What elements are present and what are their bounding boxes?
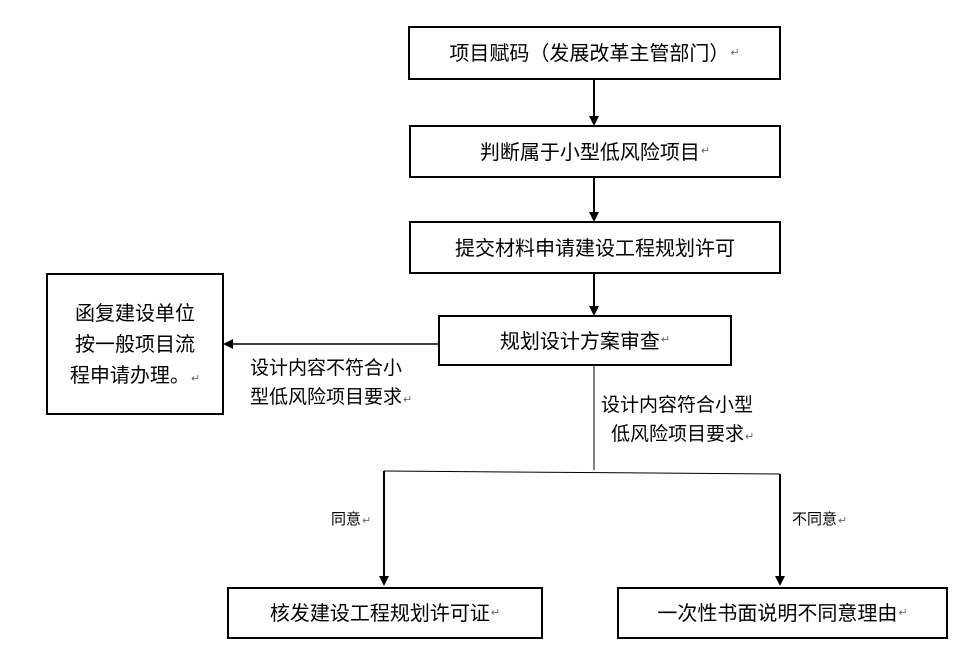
node-submit: 提交材料申请建设工程规划许可 <box>409 221 781 274</box>
node-reply-line-2: 按一般项目流 <box>75 331 195 356</box>
label-not-match: 设计内容不符合小 型低风险项目要求↵ <box>250 354 412 413</box>
para-mark: ↵ <box>190 371 201 385</box>
node-review: 规划设计方案审查↵ <box>438 315 732 366</box>
node-reply-line-1: 函复建设单位 <box>75 300 195 325</box>
para-mark: ↵ <box>403 393 413 407</box>
para-mark: ↵ <box>490 605 501 619</box>
para-mark: ↵ <box>898 605 908 619</box>
label-agree: 同意↵ <box>331 508 371 531</box>
node-judge: 判断属于小型低风险项目↵ <box>409 125 781 178</box>
node-issue-text: 核发建设工程规划许可证 <box>269 601 490 625</box>
label-not-match-line-1: 设计内容不符合小 <box>250 357 403 379</box>
label-disagree-text: 不同意 <box>792 510 838 528</box>
node-assign-code-text: 项目赋码（发展改革主管部门） <box>449 41 730 65</box>
node-explain: 一次性书面说明不同意理由↵ <box>617 587 948 639</box>
label-match: 设计内容符合小型 低风险项目要求↵ <box>601 391 754 450</box>
node-submit-text: 提交材料申请建设工程规划许可 <box>455 235 735 260</box>
para-mark: ↵ <box>730 45 740 59</box>
label-disagree: 不同意↵ <box>792 508 847 531</box>
node-review-text: 规划设计方案审查 <box>499 328 660 353</box>
node-reply: 函复建设单位 按一般项目流 程申请办理。↵ <box>46 273 224 415</box>
para-mark: ↵ <box>745 430 755 444</box>
line-horizontal-split <box>383 470 781 475</box>
node-explain-text: 一次性书面说明不同意理由 <box>657 601 898 625</box>
label-not-match-line-2: 型低风险项目要求 <box>250 386 403 409</box>
node-reply-line-3: 程申请办理。 <box>69 362 190 387</box>
para-mark: ↵ <box>838 514 848 527</box>
para-mark: ↵ <box>660 333 671 347</box>
label-match-line-1: 设计内容符合小型 <box>601 394 754 416</box>
node-issue: 核发建设工程规划许可证↵ <box>227 587 543 639</box>
label-match-line-2: 低风险项目要求 <box>611 423 745 446</box>
para-mark: ↵ <box>362 514 372 527</box>
para-mark: ↵ <box>700 144 711 158</box>
node-judge-text: 判断属于小型低风险项目 <box>479 139 700 164</box>
node-assign-code: 项目赋码（发展改革主管部门）↵ <box>408 26 781 80</box>
label-agree-text: 同意 <box>331 510 362 528</box>
